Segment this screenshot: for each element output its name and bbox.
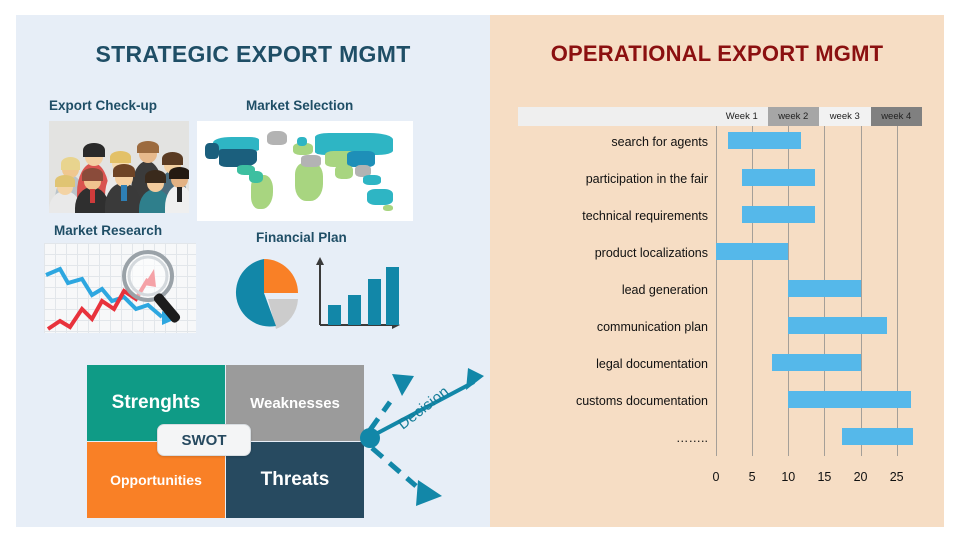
decision-arrows: Decision [356,340,501,530]
page-title-strategic: STRATEGIC EXPORT MGMT [95,41,411,67]
swot-quadrant-opportunities: Opportunities [87,442,225,518]
magnifier-line-chart-icon [44,243,196,333]
swot-threats-label: Threats [260,469,330,490]
world-map-icon [197,121,413,221]
swot-opportunities-label: Opportunities [110,472,202,488]
gridline-5 [752,126,754,456]
people-group-photo-icon [49,121,189,213]
section-label-export-checkup: Export Check-up [49,98,158,113]
gantt-bar[interactable] [742,206,816,223]
gantt-row-label: …….. [676,431,708,445]
gantt-row-label: customs documentation [575,394,708,408]
week-header-cell-1: Week 1 [716,107,768,126]
gantt-bar[interactable] [742,169,816,186]
x-axis-tick-5: 5 [748,470,756,484]
gantt-row-label: product localizations [594,246,708,260]
gantt-bar[interactable] [771,354,861,371]
gantt-bar[interactable] [728,132,801,149]
gantt-row-label: communication plan [596,320,708,334]
gantt-row-label: lead generation [621,283,708,297]
gantt-bar[interactable] [788,317,888,334]
x-axis-tick-15: 15 [817,470,832,484]
x-axis-tick-20: 20 [853,470,868,484]
x-axis-tick-0: 0 [712,470,720,484]
gantt-bar[interactable] [716,243,789,260]
section-label-market-selection: Market Selection [246,98,354,113]
gantt-row-label: search for agents [611,135,708,149]
pie-and-bar-chart-icon [224,255,402,333]
swot-strengths-label: Strenghts [111,392,201,413]
gridline-0 [716,126,717,456]
swot-matrix: Strenghts Weaknesses Opportunities Threa… [87,365,364,518]
x-axis-tick-10: 10 [781,470,796,484]
swot-weaknesses-label: Weaknesses [250,394,340,412]
gridline-20 [860,126,862,456]
gantt-bar[interactable] [842,428,913,445]
week-header-spacer [518,107,716,126]
gantt-row-label: technical requirements [582,209,708,223]
gantt-plot-area: search for agents participation in the fa… [518,126,932,484]
section-label-market-research: Market Research [54,223,163,238]
swot-center-badge: SWOT [157,424,251,456]
week-header-cell-4: week 4 [870,107,922,126]
strategic-export-panel: STRATEGIC EXPORT MGMT Export Check-up [16,15,490,527]
x-axis-tick-25: 25 [889,470,904,484]
page-title-operational: OPERATIONAL EXPORT MGMT [550,41,884,66]
week-header-cell-2: week 2 [767,107,819,126]
gantt-bar[interactable] [788,280,861,297]
week-header-cell-3: week 3 [819,107,871,126]
gantt-bar[interactable] [788,391,912,408]
gantt-row-label: participation in the fair [585,172,708,186]
gantt-row-label: legal documentation [596,357,708,371]
swot-quadrant-threats: Threats [226,442,364,518]
section-label-financial-plan: Financial Plan [256,230,347,245]
gridline-25 [896,126,898,456]
